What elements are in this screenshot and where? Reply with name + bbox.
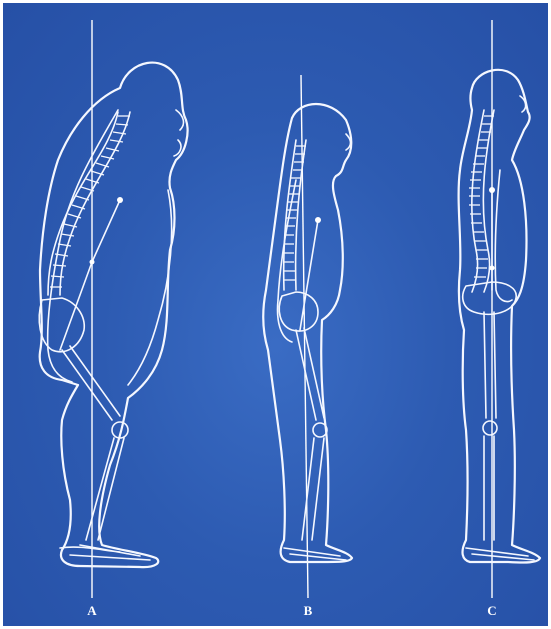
figure-c-outline [459, 70, 540, 563]
figure-a: A [39, 20, 187, 618]
figure-a-label: A [87, 603, 97, 618]
figure-a-belly [128, 190, 172, 385]
figure-a-center-dot [117, 197, 123, 203]
figure-b-shin [302, 438, 324, 540]
figure-a-spine [48, 112, 118, 295]
figure-c-center-dot [489, 187, 495, 193]
figure-a-outline [40, 63, 188, 568]
figure-b: B [263, 75, 352, 618]
figure-c-knee [483, 421, 497, 435]
figure-a-gravity-line [60, 200, 120, 350]
figure-c-spine [472, 110, 484, 292]
figure-c-vertebrae [469, 116, 494, 277]
figure-b-pelvis [279, 292, 318, 331]
figure-c-hip-dot [490, 266, 495, 271]
figure-a-arm [48, 110, 118, 382]
figure-a-hip-dot [90, 260, 95, 265]
figure-a-face [174, 110, 183, 156]
figure-c-femur [484, 312, 496, 418]
figure-b-femur [296, 328, 324, 420]
figure-b-center-dot [315, 217, 321, 223]
figure-c-pelvis [463, 282, 516, 314]
figure-c: C [459, 20, 540, 618]
figure-c-label: C [487, 603, 496, 618]
figure-b-label: B [304, 603, 313, 618]
